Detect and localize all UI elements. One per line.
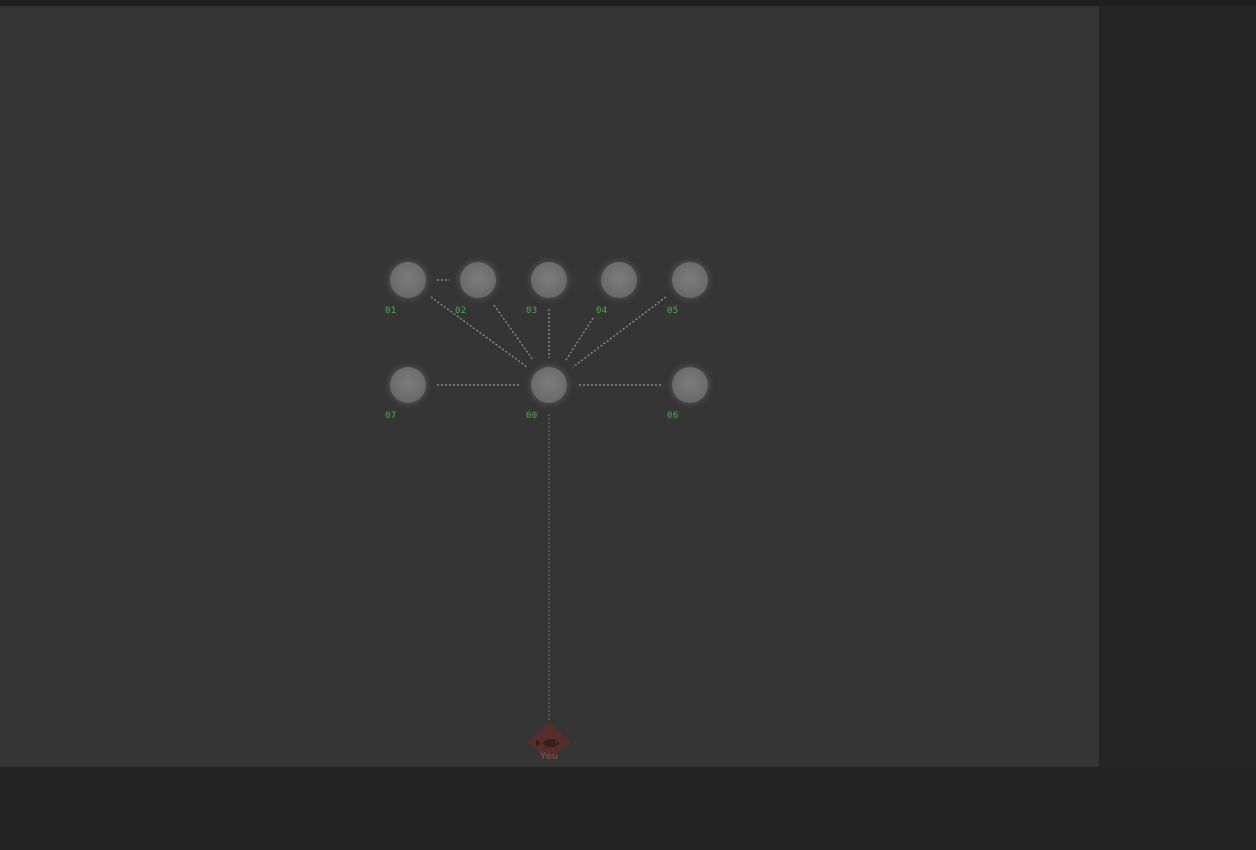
node-03-label: 03	[526, 306, 538, 316]
link-00-02	[493, 304, 534, 361]
node-02[interactable]	[460, 262, 496, 298]
node-00-label: 00	[526, 411, 538, 421]
node-04[interactable]	[601, 262, 637, 298]
link-00-04	[565, 317, 594, 361]
bottom-panel	[0, 767, 1256, 850]
node-06[interactable]	[672, 367, 708, 403]
node-04-label: 04	[596, 306, 608, 316]
node-01[interactable]	[390, 262, 426, 298]
top-bar	[0, 0, 1256, 6]
node-05[interactable]	[672, 262, 708, 298]
link-00-05	[572, 296, 667, 368]
node-02-label: 02	[455, 306, 467, 316]
node-01-label: 01	[385, 306, 397, 316]
node-00[interactable]	[531, 367, 567, 403]
node-06-label: 06	[667, 411, 679, 421]
fish-icon	[527, 722, 571, 758]
side-panel	[1099, 6, 1256, 767]
node-05-label: 05	[667, 306, 679, 316]
you-marker[interactable]	[526, 722, 572, 762]
you-label: You	[539, 752, 559, 762]
node-07-label: 07	[385, 411, 397, 421]
node-07[interactable]	[390, 367, 426, 403]
node-03[interactable]	[531, 262, 567, 298]
